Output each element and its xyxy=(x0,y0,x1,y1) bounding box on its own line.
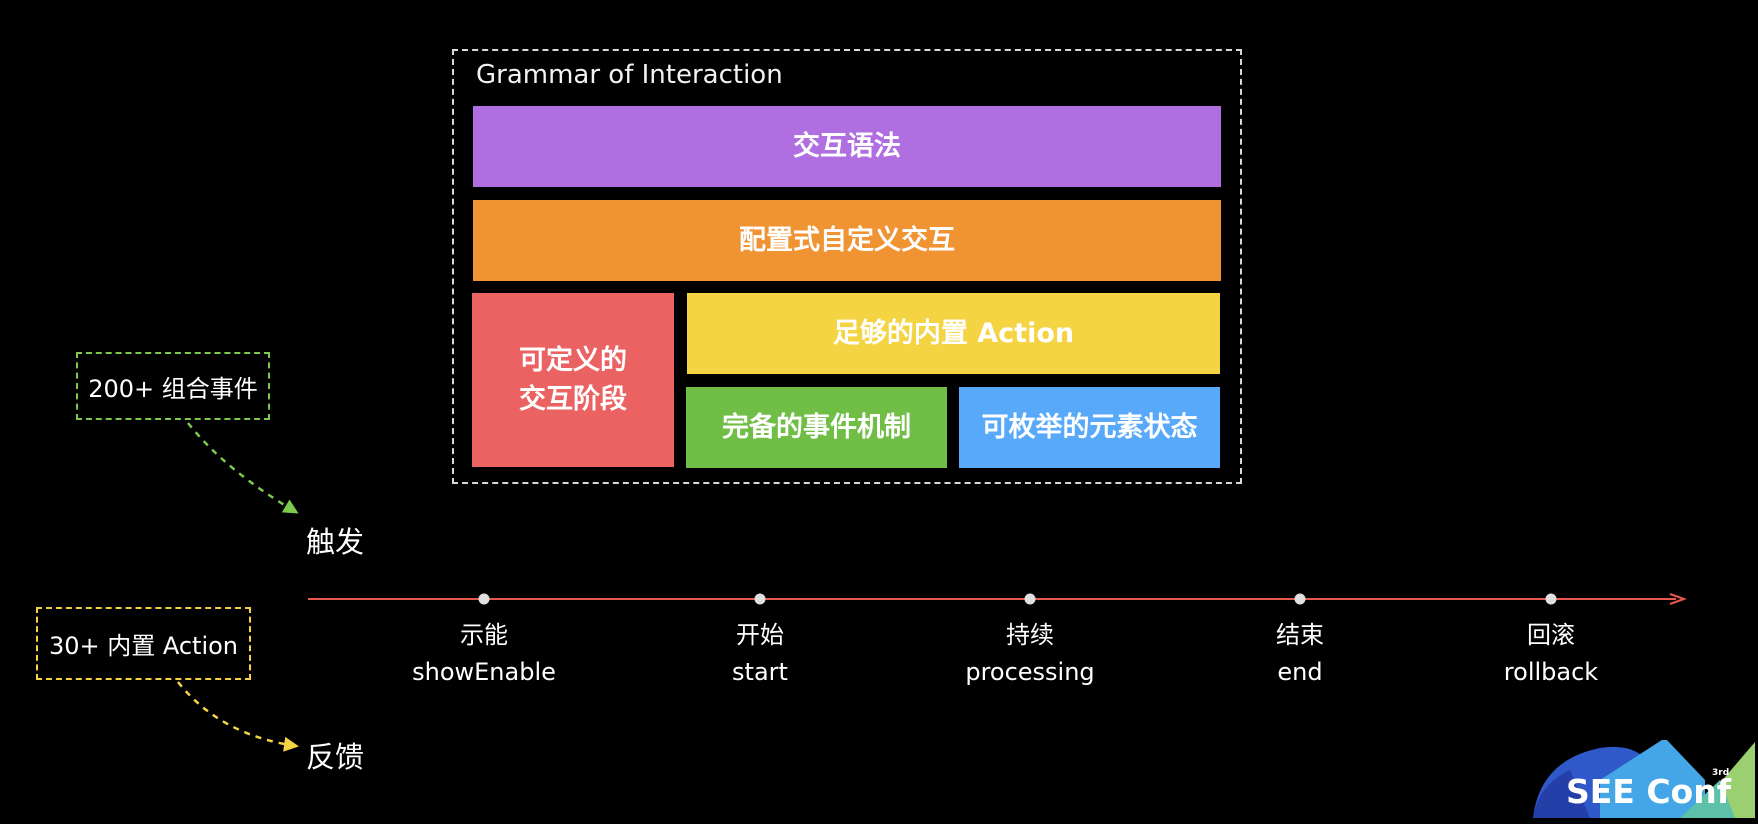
label-trigger: 触发 xyxy=(306,525,365,559)
arrow-actions-to-feedback xyxy=(177,681,299,752)
block-element-states: 可枚举的元素状态 xyxy=(959,387,1220,468)
timeline-dot-1 xyxy=(754,593,766,605)
label-feedback: 反馈 xyxy=(306,740,365,774)
stage-label-cn: 示能 xyxy=(460,621,508,649)
grammar-frame xyxy=(452,49,1242,484)
timeline-dot-4 xyxy=(1545,593,1557,605)
stage-showenable: 示能 showEnable xyxy=(384,617,584,691)
logo-superscript: 3rd xyxy=(1712,768,1730,778)
stage-label-cn: 持续 xyxy=(1006,621,1054,649)
stage-label-en: processing xyxy=(965,658,1095,686)
stage-label-en: showEnable xyxy=(412,658,556,686)
stage-label-cn: 开始 xyxy=(736,621,784,649)
stage-start: 开始 start xyxy=(660,617,860,691)
timeline-dot-2 xyxy=(1024,593,1036,605)
stage-label-en: start xyxy=(732,658,788,686)
block-config-interaction: 配置式自定义交互 xyxy=(473,200,1221,281)
stage-label-en: rollback xyxy=(1503,658,1599,686)
stage-label-cn: 回滚 xyxy=(1527,621,1575,649)
stage-rollback: 回滚 rollback xyxy=(1451,617,1651,691)
block-definable-stages: 可定义的 交互阶段 xyxy=(472,293,674,467)
block-event-mechanism: 完备的事件机制 xyxy=(686,387,947,468)
stage-processing: 持续 processing xyxy=(930,617,1130,691)
timeline-dot-0 xyxy=(478,593,490,605)
tag-combined-events: 200+ 组合事件 xyxy=(76,352,270,420)
timeline-arrowhead xyxy=(1669,593,1687,605)
block-definable-stages-label: 可定义的 交互阶段 xyxy=(519,344,627,415)
arrow-events-to-trigger xyxy=(187,422,299,514)
stage-end: 结束 end xyxy=(1200,617,1400,691)
block-builtin-actions: 足够的内置 Action xyxy=(687,293,1220,374)
grammar-title: Grammar of Interaction xyxy=(476,60,783,90)
stage-label-cn: 结束 xyxy=(1276,621,1324,649)
tag-builtin-actions: 30+ 内置 Action xyxy=(36,607,251,680)
see-conf-logo-icon xyxy=(1533,740,1755,818)
timeline-dot-3 xyxy=(1294,593,1306,605)
stage-label-en: end xyxy=(1277,658,1323,686)
logo-text: SEE Conf xyxy=(1566,772,1732,811)
block-interaction-grammar: 交互语法 xyxy=(473,106,1221,187)
